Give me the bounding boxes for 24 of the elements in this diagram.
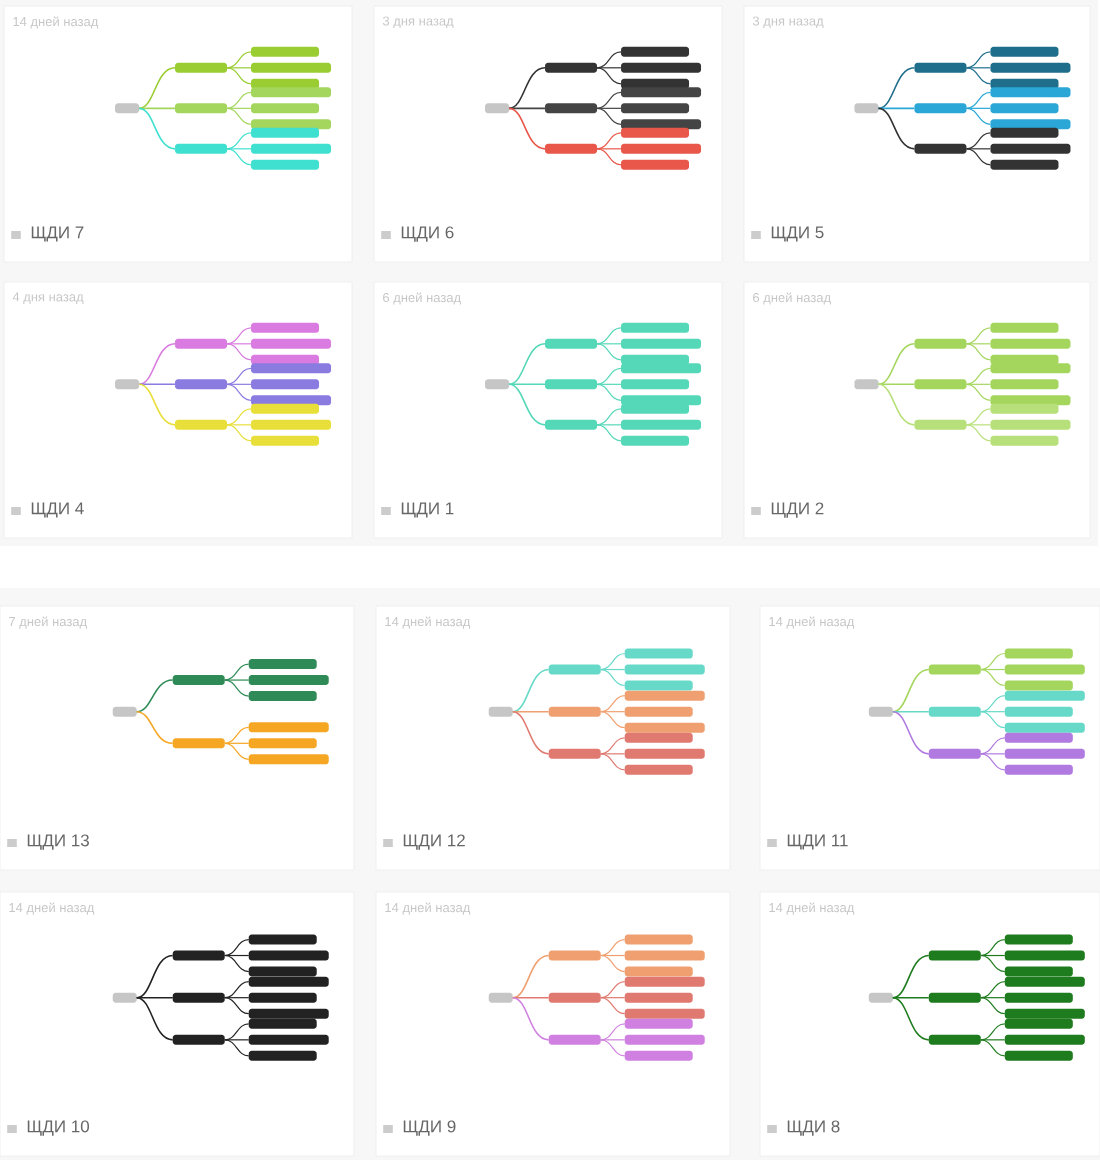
card [375, 605, 731, 871]
card [759, 605, 1100, 871]
card-title: ЩДИ 8 [787, 1120, 840, 1136]
card [743, 281, 1091, 539]
card-title: ЩДИ 11 [787, 834, 848, 850]
card [3, 281, 353, 539]
card-title: ЩДИ 2 [771, 502, 824, 518]
card [373, 281, 723, 539]
card [759, 891, 1100, 1157]
card [375, 891, 731, 1157]
card-title: ЩДИ 9 [403, 1120, 456, 1136]
card [0, 891, 355, 1157]
card [3, 5, 353, 263]
card-title: ЩДИ 7 [31, 226, 84, 242]
card-title: ЩДИ 5 [771, 226, 824, 242]
card-title: ЩДИ 10 [27, 1120, 89, 1136]
card [0, 605, 355, 871]
card-title: ЩДИ 4 [31, 502, 84, 518]
card-title: ЩДИ 1 [401, 502, 454, 518]
card [743, 5, 1091, 263]
card-title: ЩДИ 6 [401, 226, 454, 242]
card-title: ЩДИ 13 [27, 834, 89, 850]
card-title: ЩДИ 12 [403, 834, 465, 850]
card [373, 5, 723, 263]
